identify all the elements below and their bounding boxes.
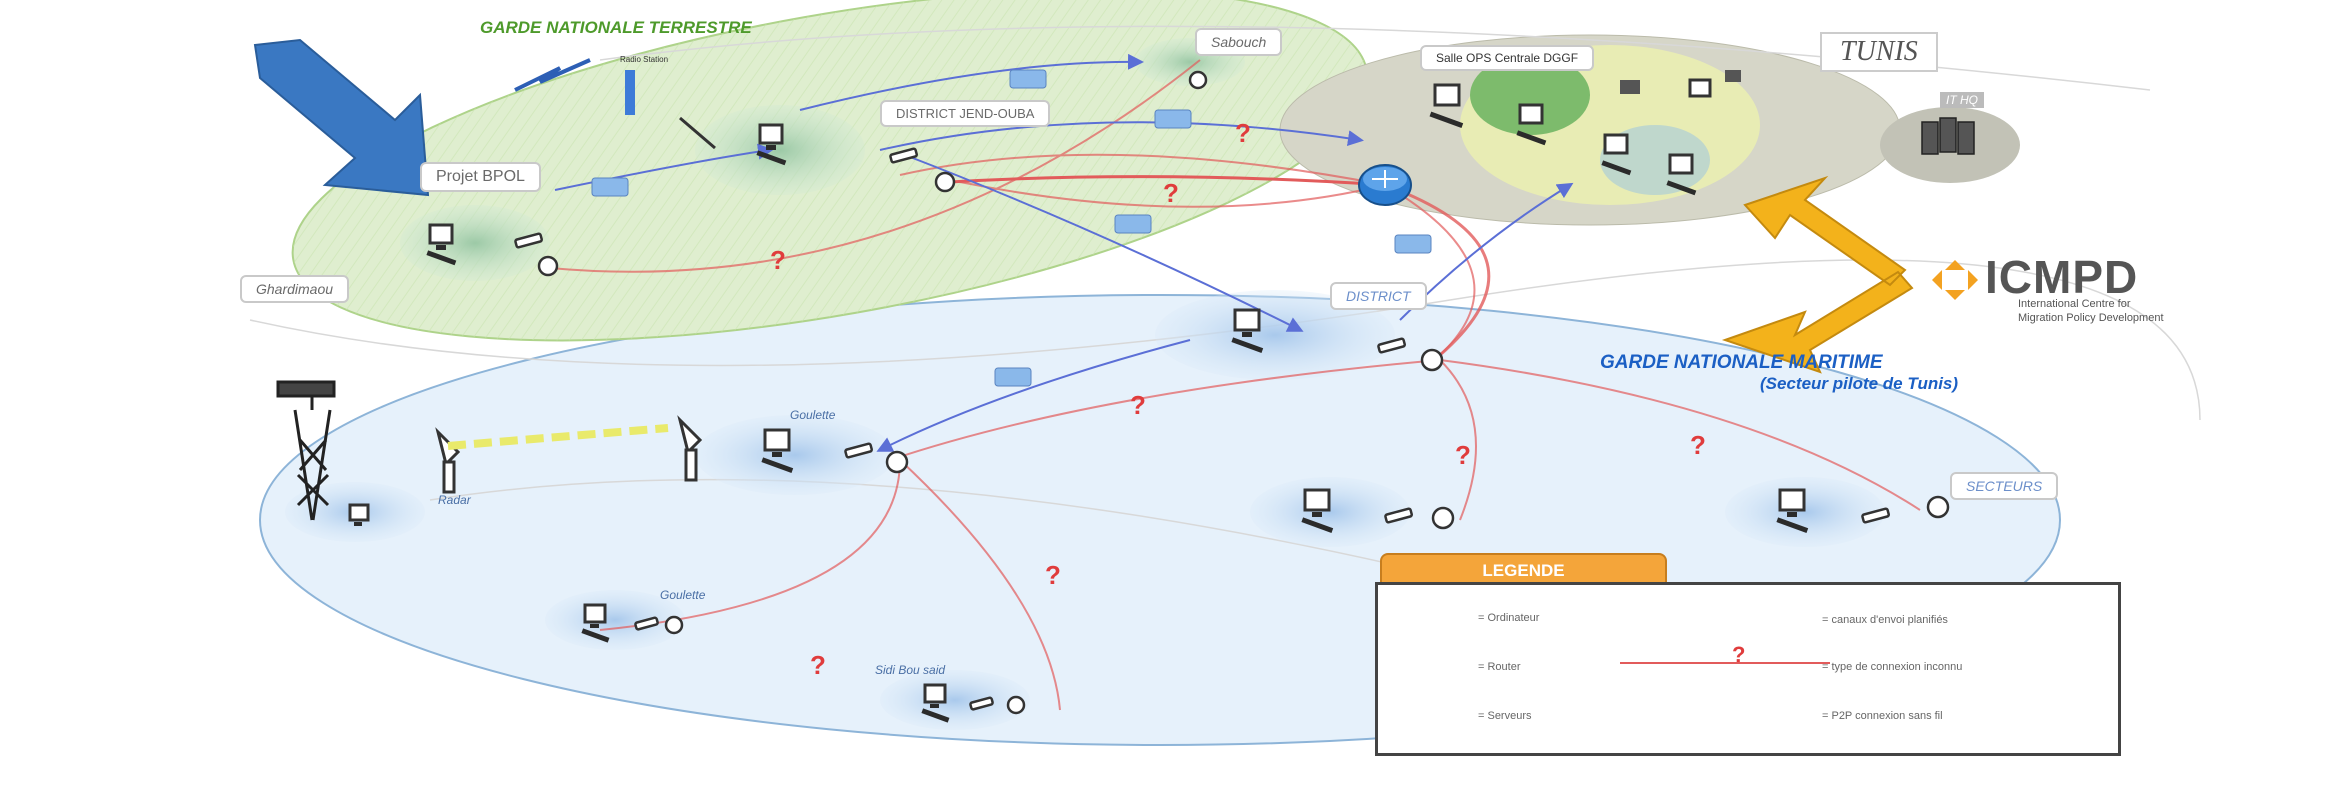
unknown-link-marker: ?: [810, 650, 826, 680]
icmpd-logo-icon: [1932, 260, 1978, 300]
sabouch-label[interactable]: Sabouch: [1195, 28, 1283, 56]
p2p-wireless-link: [447, 424, 669, 450]
icmpd-line2: Migration Policy Development: [2018, 312, 2164, 324]
radio-station-icon: [514, 58, 716, 150]
goulette-top-label: Goulette: [790, 408, 836, 422]
ghardimaou-label[interactable]: Ghardimaou: [240, 275, 350, 303]
unknown-link-marker: ?: [770, 245, 786, 275]
servers-icon: [1921, 117, 1975, 155]
channel-icons: [591, 69, 1432, 387]
district-jendouba-label[interactable]: DISTRICT JEND-OUBA: [880, 100, 1051, 127]
orange-double-arrow-icon: [1721, 175, 1914, 374]
it-hq-label: IT HQ: [1940, 92, 1984, 108]
unknown-link-marker: ?: [1690, 430, 1706, 460]
secteurs-label[interactable]: SECTEURS: [1950, 472, 2059, 500]
device-endpoints: [514, 70, 1950, 715]
unknown-links: [549, 59, 1921, 711]
unknown-link-marker: ?: [1455, 440, 1471, 470]
legend-router: = Router: [1478, 661, 1521, 673]
maritime-title: GARDE NATIONALE MARITIME: [1600, 352, 1883, 373]
unknown-link-marker: ?: [1235, 118, 1251, 148]
tunis-label: TUNIS: [1820, 32, 1938, 72]
unknown-link-marker: ?: [1163, 178, 1179, 208]
icmpd-line1: International Centre for: [2018, 298, 2131, 310]
blue-arrow-icon: [253, 38, 430, 197]
salle-ops-label[interactable]: Salle OPS Centrale DGGF: [1420, 45, 1595, 71]
legend-serveurs: = Serveurs: [1478, 710, 1532, 722]
radar-label: Radar: [438, 493, 471, 507]
legend-question-icon: ?: [1732, 642, 1746, 667]
unknown-link-marker: ?: [1045, 560, 1061, 590]
legend-canaux: = canaux d'envoi planifiés: [1822, 614, 1948, 626]
icmpd-name: ICMPD: [1985, 251, 2139, 303]
legend-title: LEGENDE: [1380, 553, 1667, 587]
legend-p2p: = P2P connexion sans fil: [1822, 710, 1943, 722]
antenna-dish-icon: [435, 415, 703, 494]
legend-box: [1375, 582, 2121, 756]
goulette-bottom-label: Goulette: [660, 588, 706, 602]
computer-icons: [348, 70, 1809, 723]
maritime-subtitle: (Secteur pilote de Tunis): [1760, 374, 1959, 393]
legend-unknown-line: [1620, 662, 1830, 664]
radio-station-label: Radio Station: [620, 55, 669, 64]
legend-inconnu: = type de connexion inconnu: [1822, 661, 1963, 673]
router-icon: [1358, 164, 1412, 206]
legend-ordinateur: = Ordinateur: [1478, 612, 1540, 624]
radar-tower-icon: [276, 380, 336, 521]
district-label[interactable]: DISTRICT: [1330, 282, 1427, 310]
terrestre-title: GARDE NATIONALE TERRESTRE: [480, 18, 752, 37]
projet-bpol-label[interactable]: Projet BPOL: [420, 162, 541, 192]
unknown-link-marker: ?: [1130, 390, 1146, 420]
sidi-bou-said-label: Sidi Bou said: [875, 663, 946, 677]
